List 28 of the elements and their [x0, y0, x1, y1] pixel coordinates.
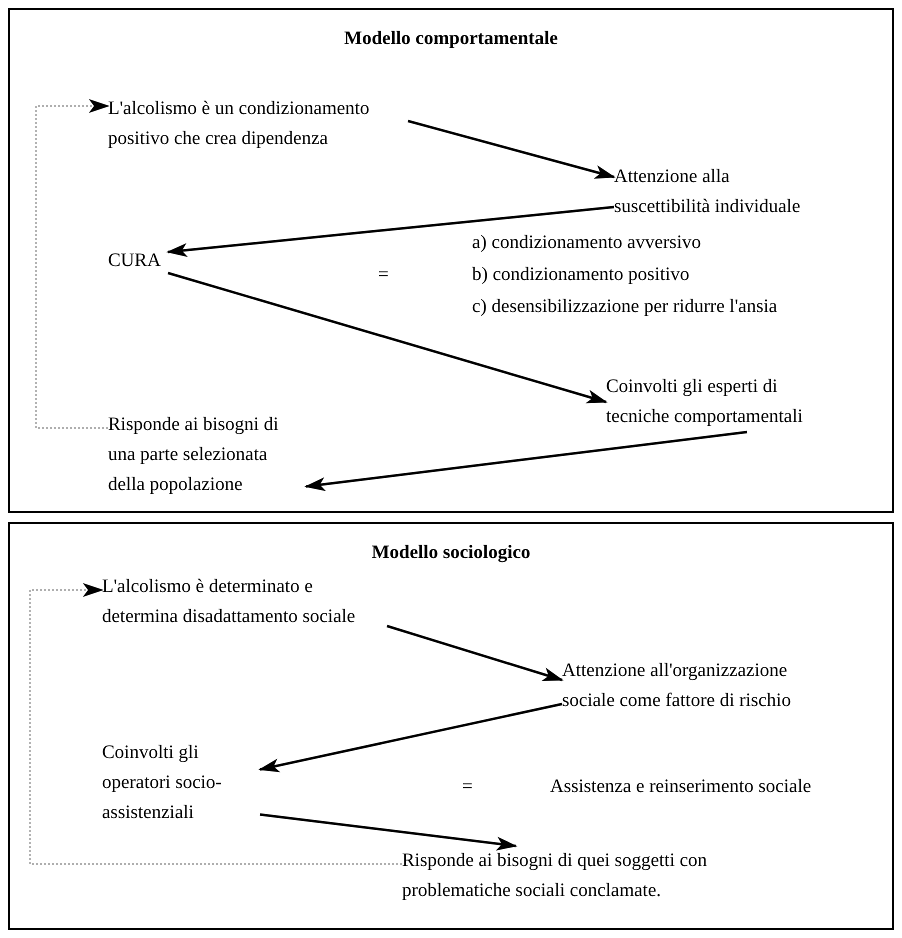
panel-title: Modello sociologico: [372, 541, 530, 565]
panel-title: Modello comportamentale: [344, 27, 558, 51]
step-text: Attenzione alla suscettibilità individuale: [614, 162, 829, 222]
arrow: [260, 813, 518, 851]
list-item: a) condizionamento avversivo: [472, 231, 701, 255]
step-text: Coinvolti gli operatori socio-assistenziali: [102, 738, 260, 828]
equals-sign: =: [378, 263, 389, 287]
panel: [8, 522, 894, 930]
list-item: c) desensibilizzazione per ridurre l'ansia: [472, 295, 778, 319]
list-item: Assistenza e reinserimento sociale: [550, 775, 812, 799]
dotted-arrow: [29, 583, 402, 865]
arrow: [168, 272, 608, 404]
step-text: L'alcolismo è determinato e determina disadattamento sociale: [102, 572, 387, 632]
arrow: [304, 430, 748, 492]
arrow: [386, 624, 564, 682]
step-text: Coinvolti gli esperti di tecniche comportamentali: [606, 372, 841, 432]
panel: [8, 8, 894, 513]
step-text: L'alcolismo è un condizionamento positivo che crea dipendenza: [108, 94, 408, 154]
arrow: [408, 120, 616, 179]
arrow: [258, 702, 562, 772]
list-item: b) condizionamento positivo: [472, 263, 690, 287]
dotted-arrow: [35, 99, 110, 429]
arrow: [166, 206, 614, 258]
step-text: CURA: [108, 246, 168, 276]
step-text: Risponde ai bisogni di quei soggetti con problematiche sociali conclamate.: [402, 846, 727, 906]
step-text: Attenzione all'organizzazione sociale come fattore di rischio: [562, 656, 837, 716]
step-text: Risponde ai bisogni di una parte selezionata della popolazione: [108, 410, 306, 500]
equals-sign: =: [462, 775, 473, 799]
